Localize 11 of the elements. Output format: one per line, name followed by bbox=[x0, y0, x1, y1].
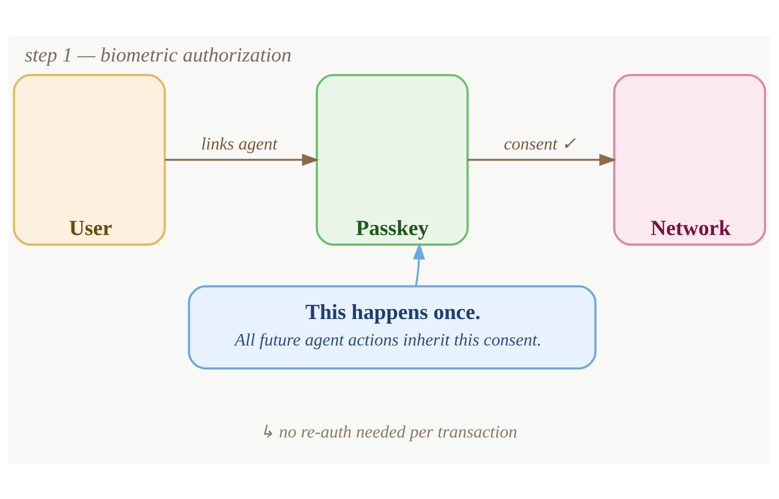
edge-label: consent ✓ bbox=[504, 133, 577, 154]
arrow bbox=[165, 153, 320, 166]
node-box: This happens once. All future agent actions inherit this consent. bbox=[188, 284, 596, 370]
arrow bbox=[468, 153, 617, 166]
diagram-title: step 1 — biometric authorization bbox=[24, 44, 292, 66]
node-box: User bbox=[12, 73, 166, 246]
label: ↳ no re-auth needed per transaction bbox=[260, 421, 518, 442]
node-box: Network bbox=[613, 73, 766, 246]
arrow bbox=[412, 242, 426, 286]
edge-label: links agent bbox=[201, 133, 278, 154]
node-box: Passkey bbox=[316, 73, 469, 246]
